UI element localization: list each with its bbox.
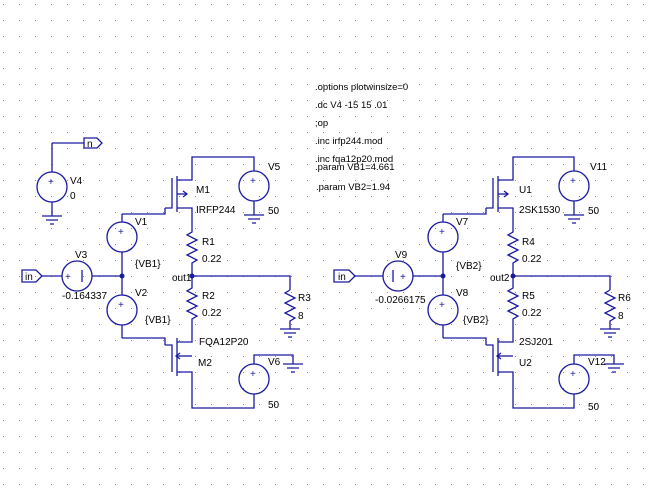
v4-value: 0: [70, 191, 76, 202]
v3-value: -0.164337: [62, 291, 107, 302]
r4-name: R4: [522, 237, 535, 248]
v1-value: {VB1}: [135, 259, 161, 270]
net-label-out1: out1: [172, 273, 192, 284]
svg-text:+: +: [439, 300, 445, 311]
svg-text:+: +: [570, 176, 576, 187]
resistor-r1[interactable]: [185, 224, 199, 276]
svg-text:+: +: [48, 177, 54, 188]
net-label-in-left: in: [25, 272, 33, 283]
v12-value: 50: [588, 402, 600, 413]
v1-name: V1: [135, 217, 148, 228]
m1-model: IRFP244: [196, 205, 236, 216]
source-v7[interactable]: [427, 221, 459, 253]
resistor-r3[interactable]: [283, 289, 297, 329]
net-flag-in-left[interactable]: [21, 269, 43, 283]
r4-value: 0.22: [522, 254, 542, 265]
v11-value: 50: [588, 206, 600, 217]
source-v1[interactable]: [106, 221, 138, 253]
source-v8[interactable]: [427, 294, 459, 326]
mosfet-m1[interactable]: [165, 156, 255, 224]
resistor-r4[interactable]: [506, 224, 520, 276]
r5-value: 0.22: [522, 308, 542, 319]
u1-name: U1: [519, 185, 532, 196]
directive-line[interactable]: .param VB1=4.661: [315, 162, 394, 173]
v9-name: V9: [395, 250, 408, 261]
v7-name: V7: [456, 217, 469, 228]
directive-line[interactable]: .dc V4 -15 15 .01: [315, 100, 387, 111]
v2-name: V2: [135, 288, 148, 299]
v2-value: {VB1}: [145, 315, 171, 326]
svg-text:+: +: [65, 272, 71, 283]
net-flag-in-right[interactable]: [333, 269, 356, 283]
net-label-in-right: in: [338, 272, 346, 283]
u2-model: 2SJ201: [519, 337, 553, 348]
v6-name: V6: [268, 357, 281, 368]
v5-value: 50: [268, 206, 280, 217]
spice-directives: .options plotwinsize=0 .dc V4 -15 15 .01…: [315, 82, 408, 193]
resistor-r2[interactable]: [185, 276, 199, 330]
svg-text:+: +: [400, 272, 406, 283]
u1-model: 2SK1530: [519, 205, 561, 216]
directive-line[interactable]: ;op: [315, 118, 328, 129]
svg-text:+: +: [439, 227, 445, 238]
r6-value: 8: [618, 311, 624, 322]
v6-value: 50: [268, 400, 280, 411]
r2-name: R2: [202, 291, 215, 302]
net-label-n: n: [87, 139, 93, 150]
svg-text:+: +: [118, 300, 124, 311]
directive-line[interactable]: .inc fqa12p20.mod: [315, 154, 393, 165]
m2-name: M2: [198, 358, 212, 369]
circuit-right: in + V9 -0.0266175 + V7 {VB2} + V8 {VB2}: [333, 156, 631, 413]
svg-text:+: +: [250, 176, 256, 187]
directive-line[interactable]: .inc irfp244.mod: [315, 136, 383, 147]
circuit-left: in + V3 -0.164337 + V1 {VB1} + V2 {VB1}: [21, 156, 311, 411]
v12-name: V12: [588, 357, 606, 368]
v4-name: V4: [70, 176, 83, 187]
r1-name: R1: [202, 237, 215, 248]
resistor-r6[interactable]: [603, 289, 617, 329]
source-v4[interactable]: + n V4 0: [36, 137, 103, 225]
v11-name: V11: [590, 162, 607, 173]
mosfet-u1[interactable]: [486, 156, 575, 224]
r2-value: 0.22: [202, 308, 222, 319]
m1-name: M1: [196, 185, 210, 196]
v5-name: V5: [268, 162, 281, 173]
directive-line[interactable]: .options plotwinsize=0: [315, 82, 408, 93]
resistor-r5[interactable]: [506, 276, 520, 330]
net-label-out2: out2: [490, 273, 510, 284]
r3-name: R3: [298, 293, 311, 304]
mosfet-u2[interactable]: [486, 330, 575, 409]
mosfet-m2[interactable]: [165, 330, 255, 409]
svg-text:+: +: [570, 369, 576, 380]
r5-name: R5: [522, 291, 535, 302]
r3-value: 8: [298, 311, 304, 322]
v8-name: V8: [456, 288, 469, 299]
source-v2[interactable]: [106, 294, 138, 326]
v8-value: {VB2}: [463, 315, 489, 326]
r1-value: 0.22: [202, 254, 222, 265]
svg-text:+: +: [118, 227, 124, 238]
directive-line[interactable]: .param VB2=1.94: [316, 182, 390, 193]
m2-model: FQA12P20: [199, 337, 249, 348]
v7-value: {VB2}: [456, 261, 482, 272]
u2-name: U2: [519, 358, 532, 369]
v9-value: -0.0266175: [375, 295, 426, 306]
v3-name: V3: [75, 250, 88, 261]
svg-text:+: +: [250, 369, 256, 380]
r6-name: R6: [618, 293, 631, 304]
